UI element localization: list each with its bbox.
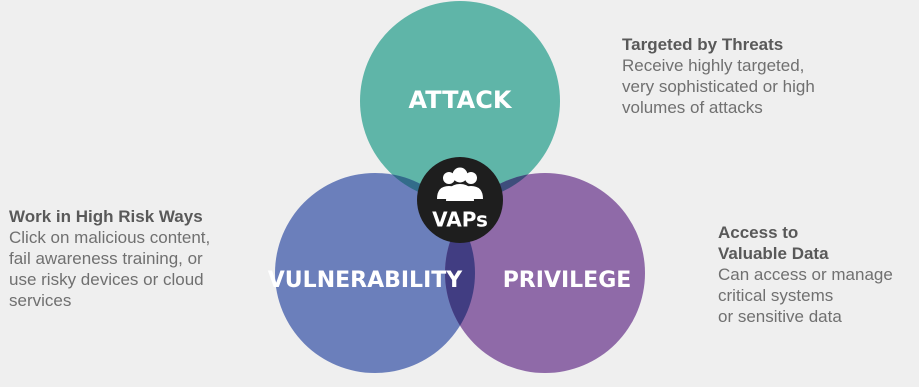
vulnerability-label: VULNERABILITY — [268, 268, 463, 293]
vulnerability-callout-line: services — [9, 291, 72, 310]
privilege-callout-title: Access to — [718, 223, 799, 242]
attack-callout-line: volumes of attacks — [622, 98, 763, 117]
privilege-callout-line: critical systems — [718, 286, 834, 305]
vulnerability-callout-line: fail awareness training, or — [9, 249, 203, 268]
attack-callout-title: Targeted by Threats — [622, 35, 784, 54]
attack-callout-line: Receive highly targeted, — [622, 56, 805, 75]
vaps-label: VAPs — [432, 208, 488, 232]
privilege-label: PRIVILEGE — [503, 268, 632, 293]
vulnerability-callout-line: use risky devices or cloud — [9, 270, 204, 289]
attack-callout-line: very sophisticated or high — [622, 77, 815, 96]
users-group-icon — [437, 167, 483, 201]
attack-callout: Targeted by Threats Receive highly targe… — [622, 34, 815, 118]
privilege-callout-line: Can access or manage — [718, 265, 893, 284]
vulnerability-callout: Work in High Risk Ways Click on maliciou… — [9, 206, 210, 311]
attack-circle — [360, 1, 560, 201]
vulnerability-callout-title: Work in High Risk Ways — [9, 207, 203, 226]
privilege-callout-line: or sensitive data — [718, 307, 842, 326]
attack-label: ATTACK — [409, 86, 513, 114]
privilege-callout-title: Valuable Data — [718, 244, 829, 263]
vulnerability-callout-line: Click on malicious content, — [9, 228, 211, 247]
privilege-callout: Access to Valuable Data Can access or ma… — [718, 222, 893, 327]
